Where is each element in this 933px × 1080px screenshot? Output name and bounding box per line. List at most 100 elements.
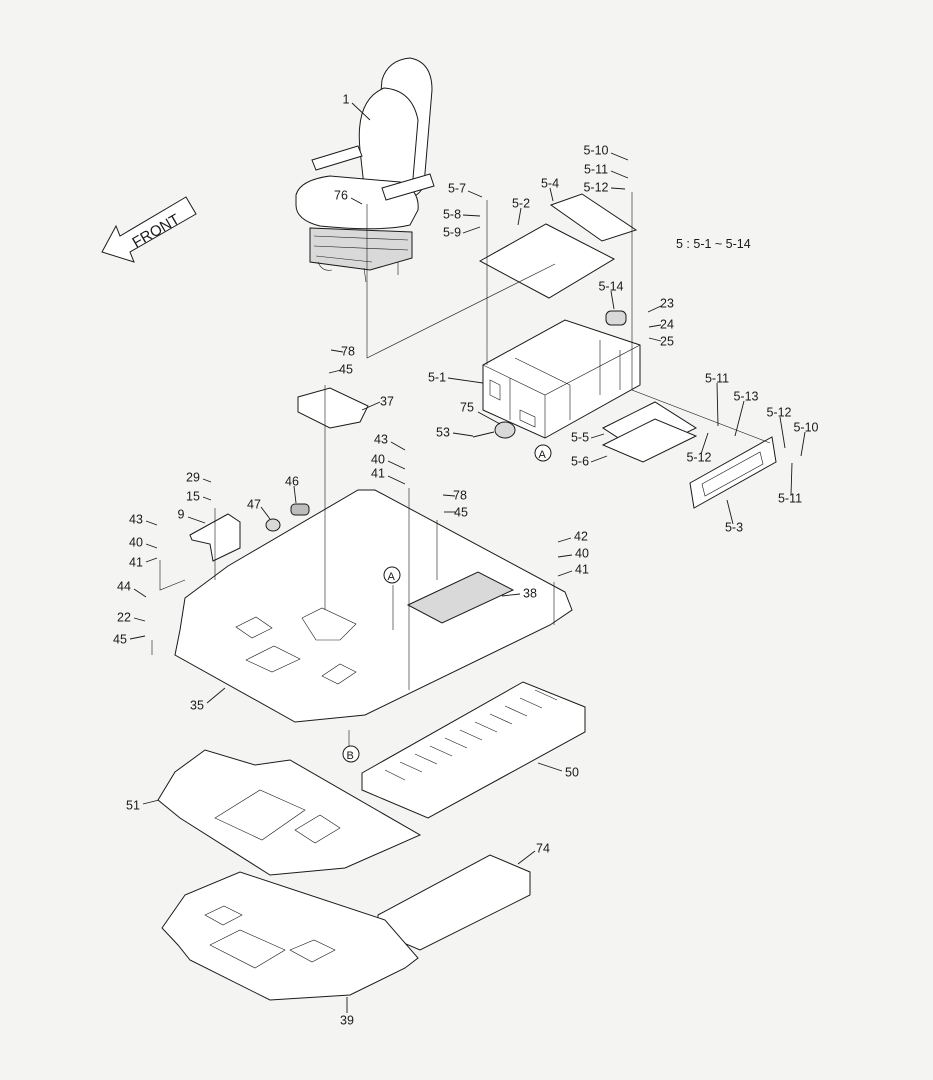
- bolt-53: [472, 431, 495, 438]
- leader-line-78a: [330, 349, 344, 353]
- leader-line-5-11c: [790, 462, 793, 496]
- svg-text:B: B: [347, 750, 354, 762]
- plug-47: [265, 518, 281, 532]
- leader-line-29: [202, 478, 212, 483]
- leader-line-40a: [387, 460, 406, 470]
- leader-line-44: [133, 588, 147, 598]
- leader-line-40b: [145, 543, 158, 549]
- plate-5-4: [549, 193, 638, 242]
- floor-plate-35: [174, 489, 573, 723]
- callout-35: 35: [190, 698, 204, 712]
- leader-line-43a: [390, 441, 406, 451]
- leader-line-45c: [129, 635, 146, 640]
- callout-75: 75: [460, 400, 474, 414]
- leader-line-76: [350, 197, 363, 205]
- leader-line-5-11b: [716, 382, 719, 427]
- callout-5-3: 5-3: [725, 520, 743, 534]
- callout-45c: 45: [113, 632, 127, 646]
- callout-45b: 45: [454, 505, 468, 519]
- callout-40c: 40: [575, 546, 589, 560]
- callout-50: 50: [565, 765, 579, 779]
- callout-5-8: 5-8: [443, 207, 461, 221]
- callout-5-12a: 5-12: [583, 180, 608, 194]
- leader-line-15: [202, 496, 212, 501]
- leader-line-1: [351, 102, 371, 121]
- callout-45a: 45: [339, 362, 353, 376]
- leader-line-43b: [145, 520, 158, 526]
- leader-line-5-2: [517, 207, 522, 226]
- leader-line-24: [648, 324, 662, 328]
- marker-b: B: [342, 745, 360, 763]
- leader-line-5-1: [447, 377, 484, 384]
- callout-5-1: 5-1: [428, 370, 446, 384]
- callout-5-7: 5-7: [448, 181, 466, 195]
- callout-23: 23: [660, 296, 674, 310]
- plate-74: [377, 854, 531, 951]
- leader-line-5-13: [734, 400, 745, 437]
- callout-51: 51: [126, 798, 140, 812]
- front-direction-arrow: FRONT: [101, 196, 197, 263]
- leader-line-53: [452, 432, 474, 437]
- callout-41a: 41: [371, 466, 385, 480]
- knob-75: [494, 421, 516, 439]
- callout-1: 1: [343, 92, 350, 106]
- callout-5-2: 5-2: [512, 196, 530, 210]
- callout-25: 25: [660, 334, 674, 348]
- leader-line-37: [361, 401, 381, 411]
- operator-seat: [295, 57, 435, 283]
- callout-43a: 43: [374, 432, 388, 446]
- leader-line-74: [517, 850, 536, 865]
- callout-5-11c: 5-11: [778, 491, 802, 505]
- seat-mount-box: [482, 319, 641, 439]
- marker-a-lower: A: [383, 566, 401, 584]
- slide-rail-5-6: [601, 418, 698, 463]
- callout-15: 15: [186, 489, 200, 503]
- callout-53: 53: [436, 425, 450, 439]
- leader-line-5-12b: [700, 432, 709, 455]
- grommet-5-14: [605, 310, 627, 326]
- leader-line-38: [501, 593, 521, 597]
- leader-line-5-3: [726, 499, 734, 525]
- callout-39: 39: [340, 1013, 354, 1027]
- callout-labels: 1767845375-75-85-95-25-45-105-115-125-14…: [113, 92, 819, 1027]
- callout-76: 76: [334, 188, 348, 202]
- callout-5-10a: 5-10: [583, 143, 608, 157]
- leader-line-5-6: [590, 455, 608, 463]
- cover-plate-37: [297, 387, 369, 429]
- leader-line-41b: [145, 557, 158, 563]
- callout-43b: 43: [129, 512, 143, 526]
- callout-46: 46: [285, 474, 299, 488]
- leader-line-5-4: [549, 187, 554, 202]
- callout-5-9: 5-9: [443, 225, 461, 239]
- leader-line-22: [133, 617, 146, 622]
- leader-line-78b: [442, 494, 456, 497]
- leader-line-35: [206, 687, 226, 704]
- marker-a-upper: A: [534, 444, 552, 462]
- callout-9: 9: [178, 507, 185, 521]
- leader-line-5-8: [462, 214, 481, 217]
- leader-line-5-5: [590, 433, 605, 439]
- callout-5-12b: 5-12: [686, 450, 711, 464]
- callout-5-14: 5-14: [598, 279, 623, 293]
- callout-29: 29: [186, 470, 200, 484]
- leader-line-75: [477, 411, 501, 425]
- callout-74: 74: [536, 841, 550, 855]
- svg-text:A: A: [388, 571, 396, 583]
- leader-line-5-12a: [610, 187, 626, 190]
- leader-line-50: [537, 762, 563, 772]
- leader-line-9: [187, 516, 206, 524]
- callout-5-11b: 5-11: [705, 371, 729, 385]
- assembly-note: 5 : 5-1 ~ 5-14: [676, 237, 751, 251]
- callout-41b: 41: [129, 555, 143, 569]
- leader-line-23: [647, 305, 662, 313]
- callout-42: 42: [574, 529, 588, 543]
- leader-line-5-14: [610, 290, 615, 310]
- callout-24: 24: [660, 317, 674, 331]
- callout-5-10b: 5-10: [793, 420, 818, 434]
- callout-47: 47: [247, 497, 261, 511]
- leader-line-5-10b: [800, 431, 806, 457]
- floor-mat-50: [361, 681, 586, 819]
- callout-37: 37: [380, 394, 394, 408]
- leader-line-41c: [557, 570, 573, 577]
- svg-text:A: A: [539, 449, 547, 461]
